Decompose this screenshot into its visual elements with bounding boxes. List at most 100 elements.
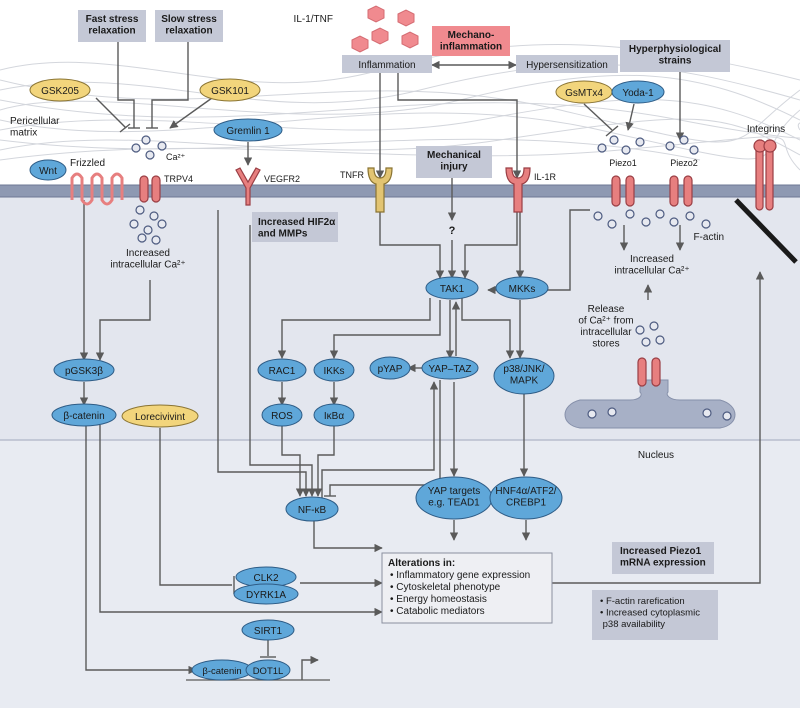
- slow-stress-box: [155, 10, 223, 42]
- rac1-oval: [257, 358, 307, 382]
- piezo1-channel: [611, 175, 635, 207]
- label-inflammation: Inflammation: [358, 60, 415, 71]
- piezo2-channel: [669, 175, 693, 207]
- label-gsk205: GSK205: [41, 86, 79, 97]
- label-ros: ROS: [271, 411, 293, 422]
- gsk101-oval: [199, 78, 261, 102]
- ros-oval: [261, 403, 303, 427]
- label-gremlin1: Gremlin 1: [226, 126, 270, 137]
- label-sirt1: SIRT1: [254, 626, 283, 637]
- arrow-inflammation-il1r: [397, 72, 522, 179]
- label-ca2: Ca²⁺: [166, 152, 186, 162]
- label-nfkb: NF-κB: [298, 505, 327, 516]
- f-actin-filament: [734, 198, 798, 264]
- calcium-dots: [129, 135, 711, 347]
- wnt-oval: [29, 159, 67, 181]
- label-vegfr2: VEGFR2: [264, 174, 300, 184]
- arrow-ikba-nfkb: [313, 425, 335, 497]
- arrow-nfkb-yap: [321, 381, 439, 498]
- label-il1r: IL-1R: [534, 172, 557, 182]
- label-gsk101: GSK101: [211, 86, 249, 97]
- arrow-fast-stress: [117, 42, 135, 128]
- arrow-tak1-rac1: [277, 298, 431, 359]
- label-hnf4a: HNF4α/ATF2/CREBP1: [495, 486, 556, 509]
- hnf4a-oval: [489, 476, 563, 520]
- ikba-oval: [313, 403, 355, 427]
- alterations-box: [381, 552, 553, 624]
- dyrk1a-oval: [233, 583, 299, 605]
- label-il1-tnf: IL-1/TNF: [294, 14, 333, 25]
- factin-box: [592, 590, 718, 640]
- arrow-il1r-tak1: [460, 212, 518, 279]
- er-store: [564, 379, 736, 429]
- arrow-yap-nfkb: [329, 380, 441, 496]
- arrow-yoda1: [625, 103, 635, 131]
- vegfr2-receptor: [235, 167, 261, 206]
- arrow-tnfr-tak1: [379, 212, 445, 279]
- fast-stress-box: [78, 10, 146, 42]
- label-p38: p38/JNK/MAPK: [503, 364, 544, 387]
- arrow-alterations-factin: [552, 271, 765, 584]
- piezo1-mrna-box: [612, 542, 714, 574]
- label-pyap: pYAP: [378, 364, 403, 375]
- label-nucleus: Nucleus: [638, 450, 674, 461]
- label-piezo1: Piezo1: [609, 158, 637, 168]
- il1r-receptor: [505, 167, 531, 213]
- label-ikba: IκBα: [324, 411, 344, 422]
- hyperphysiological-box: [620, 40, 730, 72]
- yap-taz-oval: [421, 356, 479, 380]
- tak1-oval: [425, 276, 479, 300]
- inflammation-box: [342, 55, 432, 73]
- frizzled-receptor: [70, 172, 124, 206]
- arrow-nfkb-alterations: [313, 520, 383, 553]
- label-dot1l: DOT1L: [253, 666, 284, 677]
- label-clk2: CLK2: [253, 573, 278, 584]
- arrow-ca-nfkb: [217, 210, 311, 497]
- mkks-oval: [495, 276, 549, 300]
- gremlin1-oval: [213, 118, 283, 142]
- yoda1-oval: [611, 80, 665, 104]
- integrin-receptor: [753, 139, 777, 211]
- arrow-tak1-p38: [461, 298, 515, 359]
- arrow-gsk205: [95, 97, 127, 129]
- pyap-oval: [369, 356, 411, 380]
- promoter-mark: [301, 655, 319, 680]
- er-ca-dots: [587, 407, 732, 421]
- hypersensitization-box: [516, 55, 618, 73]
- matrix-fibers: [0, 44, 800, 171]
- label-lorecivivint: Lorecivivint: [135, 412, 185, 423]
- arrow-slow-stress: [151, 42, 189, 128]
- arrow-gsk101: [169, 97, 213, 129]
- label-trpv4: TRPV4: [164, 174, 193, 184]
- label-mkks: MKKs: [509, 284, 536, 295]
- arrow-ca-pgsk3b: [95, 280, 151, 361]
- label-pgsk3b: pGSK3β: [65, 366, 103, 377]
- nfkb-oval: [285, 496, 339, 522]
- er-channel: [637, 357, 661, 387]
- grey-boxes: [78, 10, 730, 640]
- tnfr-receptor: [367, 167, 393, 213]
- inhibit-bar-gsk205: [119, 123, 131, 133]
- p38-oval: [493, 357, 555, 395]
- blue-nodes: [29, 80, 665, 681]
- arrow-hif-nfkb: [249, 225, 317, 497]
- factin-list: • F-actin rarefication• Increased cytopl…: [600, 596, 700, 630]
- label-question: ?: [449, 225, 456, 237]
- label-tak1: TAK1: [440, 284, 465, 295]
- b-catenin-oval: [51, 403, 117, 427]
- label-f-actin: F-actin: [693, 232, 724, 243]
- mechanical-injury-box: [416, 146, 492, 178]
- label-b-catenin: β-catenin: [63, 411, 104, 422]
- label-ikks: IKKs: [323, 366, 344, 377]
